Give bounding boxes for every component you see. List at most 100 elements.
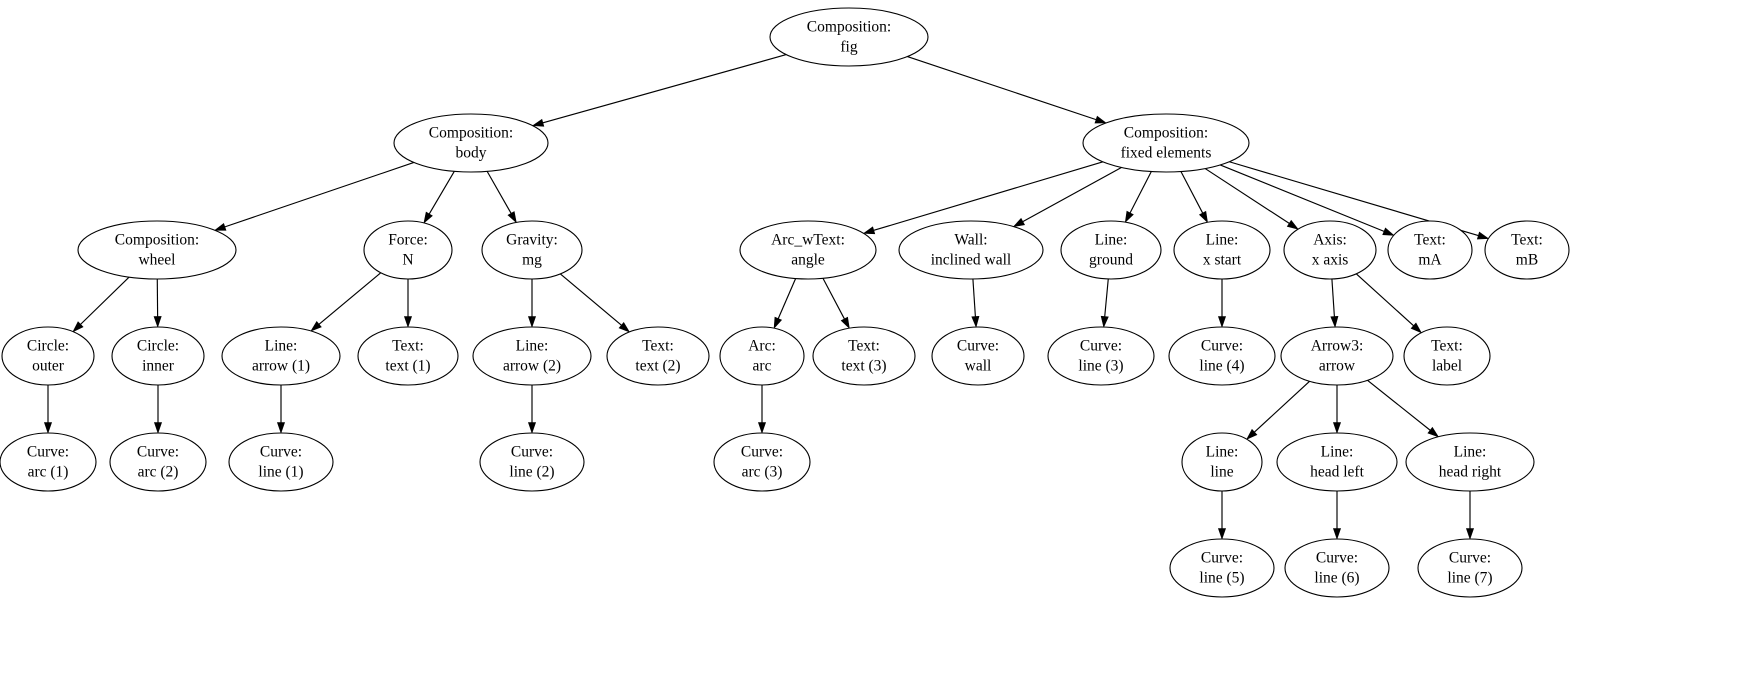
graph-node[interactable]: Circle: inner bbox=[111, 326, 205, 386]
node-ellipse[interactable] bbox=[472, 326, 592, 386]
node-ellipse[interactable] bbox=[719, 326, 805, 386]
node-ellipse[interactable] bbox=[769, 7, 929, 67]
graph-edge bbox=[423, 171, 455, 224]
node-ellipse[interactable] bbox=[1168, 326, 1276, 386]
node-ellipse[interactable] bbox=[393, 113, 549, 173]
node-label-name: body bbox=[456, 145, 487, 162]
node-ellipse[interactable] bbox=[606, 326, 710, 386]
graph-node[interactable]: Force:N bbox=[363, 220, 453, 280]
node-ellipse[interactable] bbox=[1484, 220, 1570, 280]
node-ellipse[interactable] bbox=[1283, 220, 1377, 280]
graph-node[interactable]: Curve:line (4) bbox=[1168, 326, 1276, 386]
node-ellipse[interactable] bbox=[1403, 326, 1491, 386]
node-ellipse[interactable] bbox=[1276, 432, 1398, 492]
graph-node[interactable]: Arc_wText:angle bbox=[739, 220, 877, 280]
graph-edge bbox=[1355, 273, 1423, 334]
node-ellipse[interactable] bbox=[931, 326, 1025, 386]
node-ellipse[interactable] bbox=[1181, 432, 1263, 492]
graph-node[interactable]: Line:arrow (1) bbox=[221, 326, 341, 386]
node-ellipse[interactable] bbox=[479, 432, 585, 492]
node-ellipse[interactable] bbox=[481, 220, 583, 280]
node-ellipse[interactable] bbox=[221, 326, 341, 386]
node-label-name: line bbox=[1210, 464, 1233, 481]
node-ellipse[interactable] bbox=[1284, 538, 1390, 598]
graph-node[interactable]: Curve:line (3) bbox=[1047, 326, 1155, 386]
node-ellipse[interactable] bbox=[0, 432, 97, 492]
node-ellipse[interactable] bbox=[77, 220, 237, 280]
node-label-type: Line: bbox=[516, 338, 549, 355]
arrowhead-icon bbox=[1012, 217, 1026, 228]
edge-line bbox=[1180, 171, 1204, 214]
graph-node[interactable]: Line:head right bbox=[1405, 432, 1535, 492]
graph-node[interactable]: Line:line bbox=[1181, 432, 1263, 492]
graph-node[interactable]: Composition:wheel bbox=[77, 220, 237, 280]
graph-node[interactable]: Curve:line (5) bbox=[1169, 538, 1275, 598]
graph-node[interactable]: Composition:body bbox=[393, 113, 549, 173]
graph-node[interactable]: Line:arrow (2) bbox=[472, 326, 592, 386]
node-ellipse[interactable] bbox=[109, 432, 207, 492]
node-ellipse[interactable] bbox=[1173, 220, 1271, 280]
node-ellipse[interactable] bbox=[1417, 538, 1523, 598]
node-ellipse[interactable] bbox=[1, 326, 95, 386]
node-ellipse[interactable] bbox=[812, 326, 916, 386]
node-label-type: Curve: bbox=[1201, 550, 1243, 567]
graph-node[interactable]: Gravity:mg bbox=[481, 220, 583, 280]
node-ellipse[interactable] bbox=[1387, 220, 1473, 280]
graph-node[interactable]: Text:label bbox=[1403, 326, 1491, 386]
node-ellipse[interactable] bbox=[1060, 220, 1162, 280]
node-ellipse[interactable] bbox=[739, 220, 877, 280]
node-label-name: outer bbox=[32, 358, 65, 375]
graph-node[interactable]: Arrow3:arrow bbox=[1280, 326, 1394, 386]
graph-edge bbox=[560, 273, 631, 333]
graph-edge bbox=[1012, 166, 1122, 228]
graph-node[interactable]: Line:head left bbox=[1276, 432, 1398, 492]
node-ellipse[interactable] bbox=[898, 220, 1044, 280]
graph-node[interactable]: Axis:x axis bbox=[1283, 220, 1377, 280]
graph-node[interactable]: Curve:line (7) bbox=[1417, 538, 1523, 598]
graph-node[interactable]: Line:ground bbox=[1060, 220, 1162, 280]
node-ellipse[interactable] bbox=[111, 326, 205, 386]
node-ellipse[interactable] bbox=[1405, 432, 1535, 492]
node-label-type: Arc: bbox=[748, 338, 776, 355]
graph-node[interactable]: Text:text (1) bbox=[357, 326, 459, 386]
node-label-type: Circle: bbox=[137, 338, 179, 355]
graph-node[interactable]: Text:text (3) bbox=[812, 326, 916, 386]
arrowhead-icon bbox=[971, 315, 980, 328]
graph-node[interactable]: Arc:arc bbox=[719, 326, 805, 386]
graph-node[interactable]: Curve:arc (2) bbox=[109, 432, 207, 492]
node-ellipse[interactable] bbox=[1280, 326, 1394, 386]
node-ellipse[interactable] bbox=[228, 432, 334, 492]
arrowhead-icon bbox=[43, 422, 53, 434]
graph-node[interactable]: Curve:wall bbox=[931, 326, 1025, 386]
edge-line bbox=[1355, 273, 1414, 327]
node-ellipse[interactable] bbox=[1082, 113, 1250, 173]
node-ellipse[interactable] bbox=[363, 220, 453, 280]
graph-node[interactable]: Line:x start bbox=[1173, 220, 1271, 280]
graph-node[interactable]: Text:mA bbox=[1387, 220, 1473, 280]
graph-node[interactable]: Composition:fixed elements bbox=[1082, 113, 1250, 173]
graph-node[interactable]: Text:mB bbox=[1484, 220, 1570, 280]
edge-line bbox=[822, 278, 845, 320]
graph-node[interactable]: Curve:line (1) bbox=[228, 432, 334, 492]
node-ellipse[interactable] bbox=[713, 432, 811, 492]
graph-node[interactable]: Text:text (2) bbox=[606, 326, 710, 386]
graph-node[interactable]: Circle:outer bbox=[1, 326, 95, 386]
arrowhead-icon bbox=[1246, 428, 1258, 440]
graph-node[interactable]: Curve:line (6) bbox=[1284, 538, 1390, 598]
graph-node[interactable]: Curve:line (2) bbox=[479, 432, 585, 492]
arrowhead-icon bbox=[1198, 210, 1208, 224]
graph-node[interactable]: Curve:arc (1) bbox=[0, 432, 97, 492]
node-label-name: inner bbox=[142, 358, 175, 375]
graph-edge bbox=[862, 161, 1104, 235]
node-label-name: text (2) bbox=[635, 358, 680, 375]
graph-edge bbox=[1246, 380, 1310, 440]
node-ellipse[interactable] bbox=[357, 326, 459, 386]
node-ellipse[interactable] bbox=[1047, 326, 1155, 386]
graph-node[interactable]: Wall:inclined wall bbox=[898, 220, 1044, 280]
node-label-name: arc (2) bbox=[138, 464, 179, 481]
graph-node[interactable]: Composition:fig bbox=[769, 7, 929, 67]
arrowhead-icon bbox=[276, 422, 286, 434]
graph-node[interactable]: Curve:arc (3) bbox=[713, 432, 811, 492]
node-ellipse[interactable] bbox=[1169, 538, 1275, 598]
arrowhead-icon bbox=[1217, 316, 1227, 328]
